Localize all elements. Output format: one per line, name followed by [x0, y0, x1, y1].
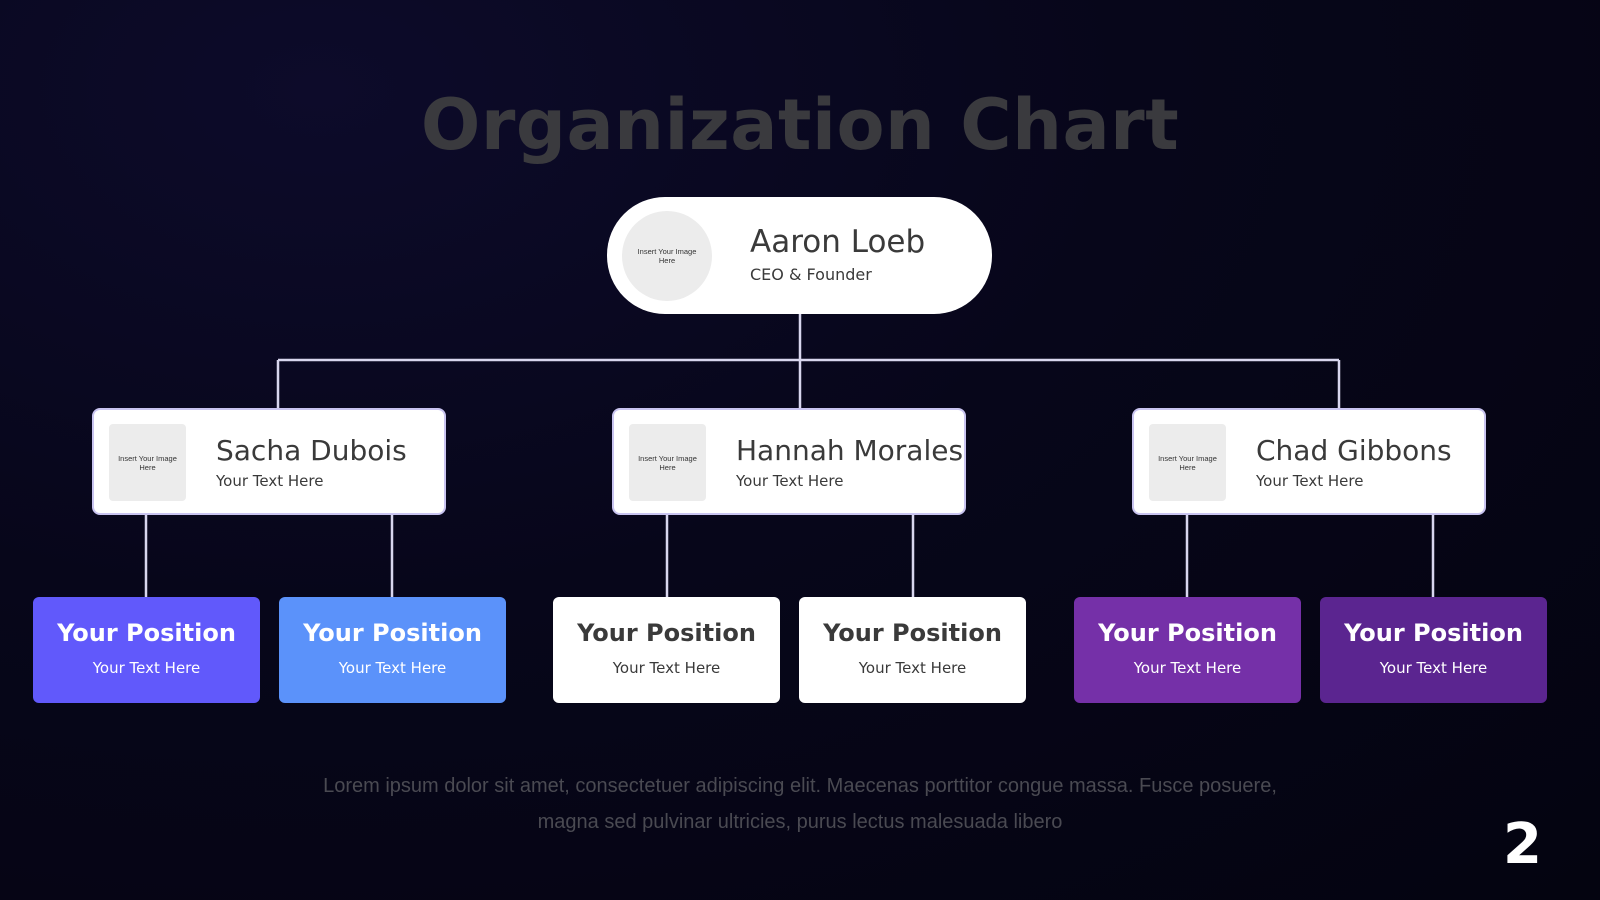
position-card-4[interactable]: Your Position Your Text Here	[799, 597, 1026, 703]
footer-line-1: Lorem ipsum dolor sit amet, consectetuer…	[323, 775, 1277, 797]
manager-card-sacha[interactable]: Insert Your Image Here Sacha Dubois Your…	[92, 408, 446, 515]
image-placeholder-text: Insert Your Image Here	[638, 453, 697, 472]
manager-name: Hannah Morales	[736, 434, 964, 467]
manager-text: Your Text Here	[1256, 472, 1364, 490]
slide-title: Organization Chart	[420, 84, 1180, 166]
position-text: Your Text Here	[92, 659, 201, 677]
position-title: Your Position	[57, 619, 236, 647]
ceo-image-placeholder[interactable]: Insert Your Image Here	[622, 211, 712, 301]
ceo-name: Aaron Loeb	[750, 224, 926, 260]
position-text: Your Text Here	[338, 659, 447, 677]
manager-card-hannah[interactable]: Insert Your Image Here Hannah Morales Yo…	[612, 408, 966, 515]
footer-description: Lorem ipsum dolor sit amet, consectetuer…	[250, 768, 1350, 840]
position-text: Your Text Here	[1379, 659, 1488, 677]
manager-text: Your Text Here	[216, 472, 324, 490]
manager-name: Sacha Dubois	[216, 434, 407, 467]
position-text: Your Text Here	[1133, 659, 1242, 677]
image-placeholder-text: Insert Your Image Here	[637, 247, 697, 265]
position-title: Your Position	[577, 619, 756, 647]
position-text: Your Text Here	[858, 659, 967, 677]
position-title: Your Position	[303, 619, 482, 647]
image-placeholder-text: Insert Your Image Here	[1158, 453, 1217, 472]
manager-image-placeholder[interactable]: Insert Your Image Here	[629, 424, 706, 501]
position-title: Your Position	[1344, 619, 1523, 647]
manager-name: Chad Gibbons	[1256, 434, 1452, 467]
position-card-5[interactable]: Your Position Your Text Here	[1074, 597, 1301, 703]
ceo-card[interactable]: Insert Your Image Here Aaron Loeb CEO & …	[607, 197, 992, 314]
manager-card-chad[interactable]: Insert Your Image Here Chad Gibbons Your…	[1132, 408, 1486, 515]
position-title: Your Position	[1098, 619, 1277, 647]
position-card-2[interactable]: Your Position Your Text Here	[279, 597, 506, 703]
manager-image-placeholder[interactable]: Insert Your Image Here	[1149, 424, 1226, 501]
footer-line-2: magna sed pulvinar ultricies, purus lect…	[537, 811, 1063, 833]
manager-image-placeholder[interactable]: Insert Your Image Here	[109, 424, 186, 501]
manager-text: Your Text Here	[736, 472, 844, 490]
position-card-6[interactable]: Your Position Your Text Here	[1320, 597, 1547, 703]
image-placeholder-text: Insert Your Image Here	[118, 453, 177, 472]
position-card-3[interactable]: Your Position Your Text Here	[553, 597, 780, 703]
position-card-1[interactable]: Your Position Your Text Here	[33, 597, 260, 703]
page-number: 2	[1503, 812, 1542, 877]
position-text: Your Text Here	[612, 659, 721, 677]
ceo-role: CEO & Founder	[750, 265, 872, 284]
position-title: Your Position	[823, 619, 1002, 647]
